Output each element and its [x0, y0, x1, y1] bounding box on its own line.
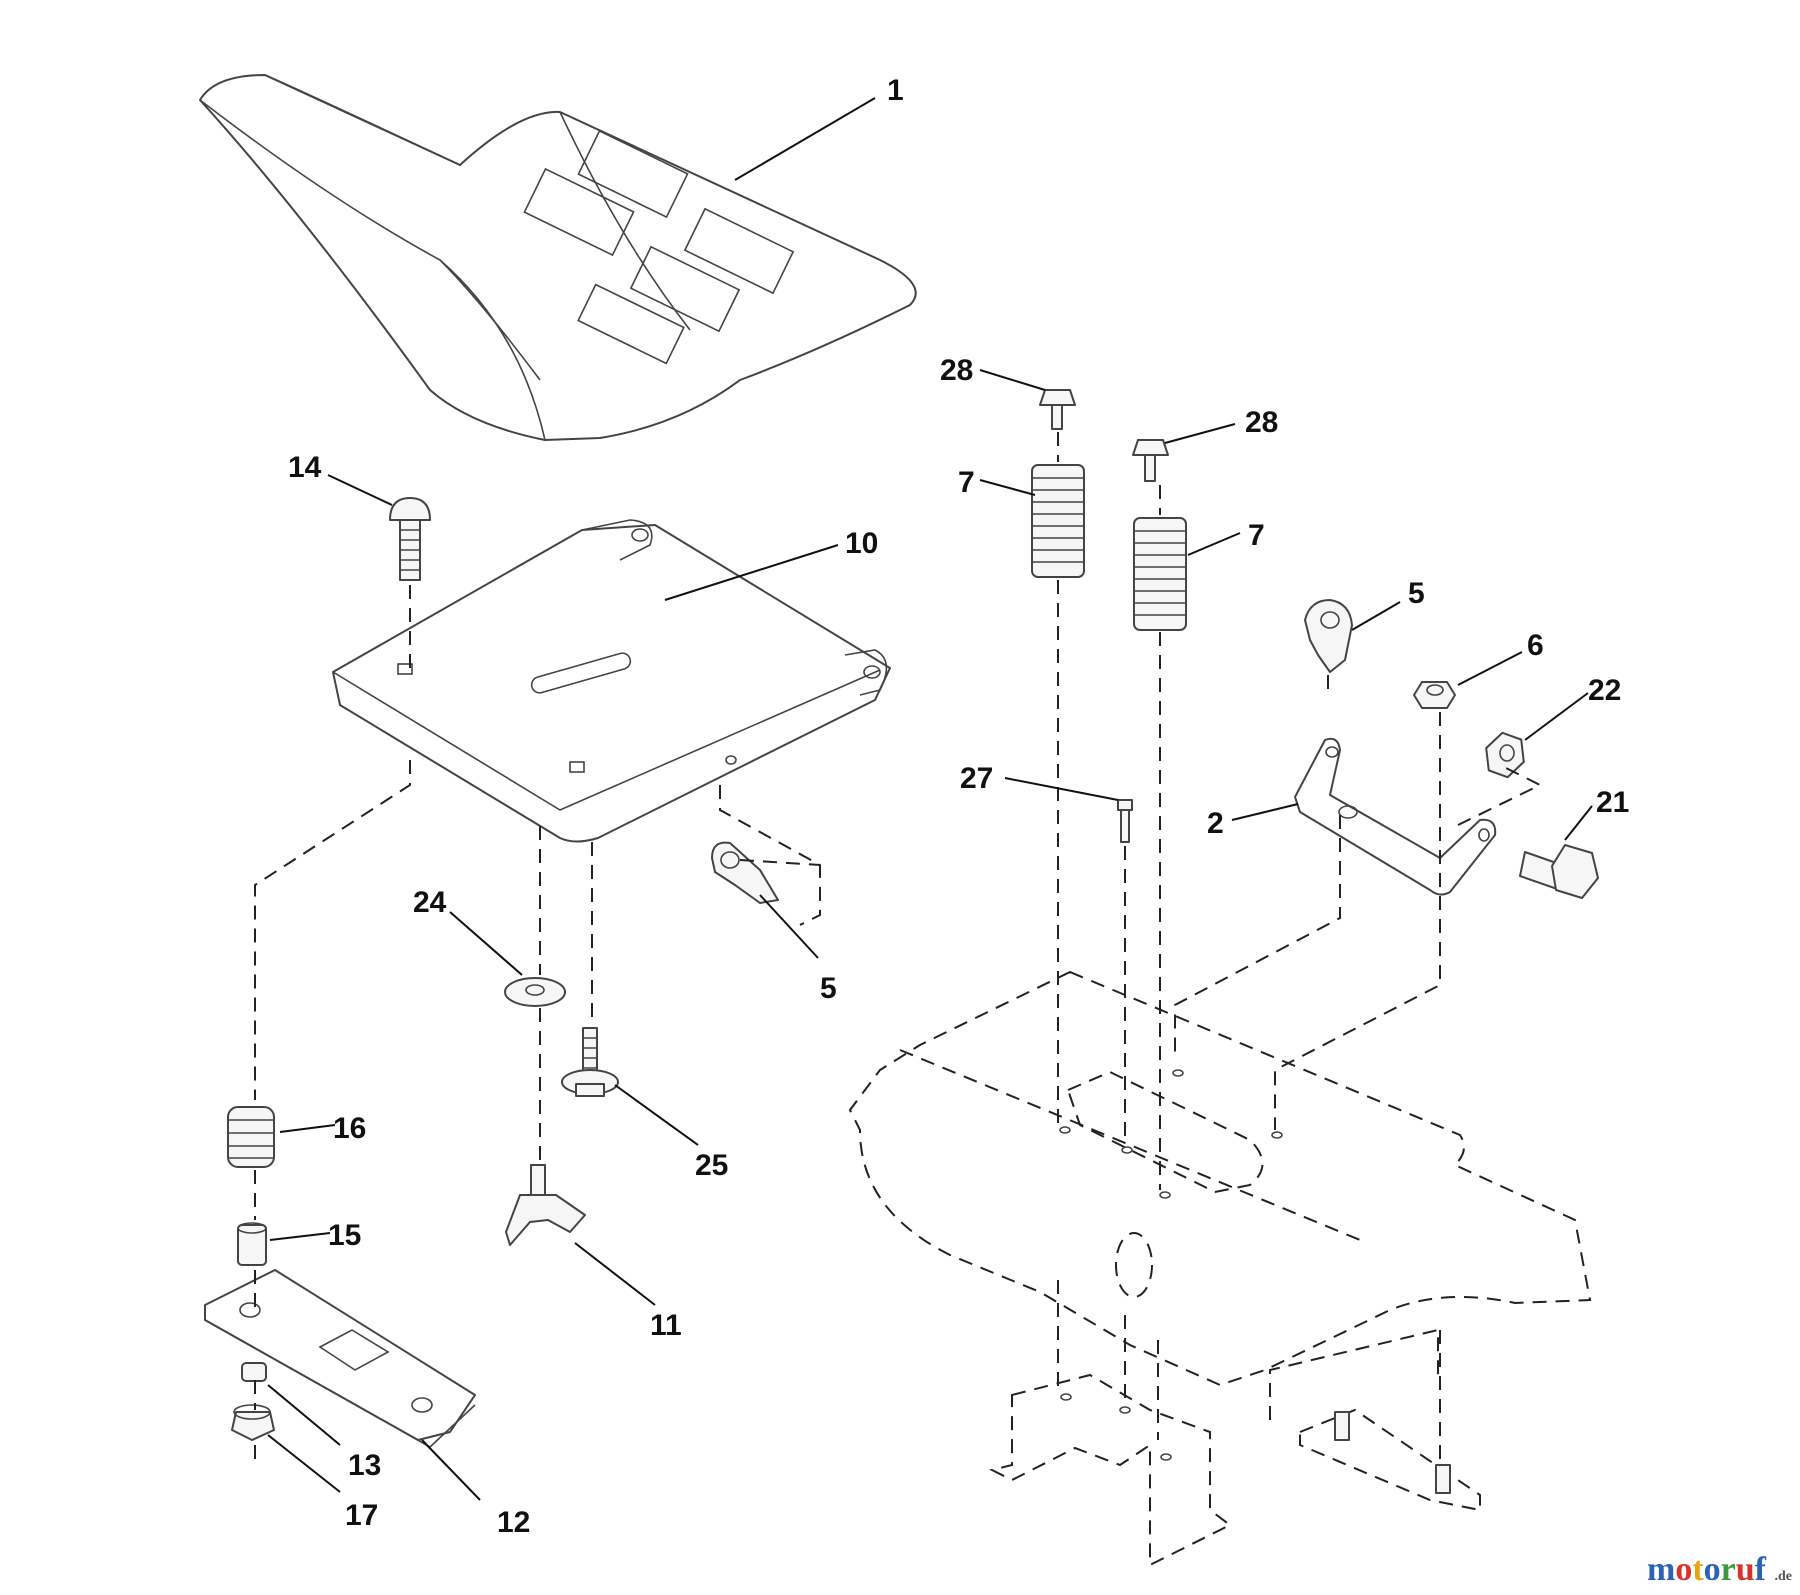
lock-nut [1413, 681, 1456, 709]
callout-27: 27 [960, 762, 993, 795]
hex-nut [1485, 731, 1525, 779]
small-screw [1117, 799, 1133, 843]
spring-screw-left [1039, 389, 1076, 430]
flange-nut-lower [231, 1404, 275, 1441]
seat-spring [227, 1106, 275, 1168]
clip-right [1304, 599, 1353, 673]
alignment-lines [254, 432, 1543, 1465]
spacer [237, 1222, 267, 1266]
watermark-tld: .de [1774, 1569, 1793, 1584]
callout-25: 25 [695, 1149, 728, 1182]
seat [199, 74, 917, 441]
flange-bolt [561, 1027, 619, 1097]
callout-5-right: 5 [1408, 577, 1425, 610]
callout-22: 22 [1588, 674, 1621, 707]
callout-10: 10 [845, 527, 878, 560]
callout-28-left: 28 [940, 354, 973, 387]
bracket [1294, 737, 1497, 896]
wing-knob [505, 1164, 586, 1246]
callout-16: 16 [333, 1112, 366, 1145]
flange-nut-upper [241, 1362, 267, 1382]
watermark-brand: motoruf [1647, 1551, 1766, 1588]
clip-left [711, 841, 779, 904]
callout-7-left: 7 [958, 466, 975, 499]
seat-pan [332, 519, 891, 843]
callout-2: 2 [1207, 807, 1224, 840]
hex-bolt [1519, 844, 1599, 899]
callout-28-right: 28 [1245, 406, 1278, 439]
callout-5-left: 5 [820, 972, 837, 1005]
tractor-frame-outline [848, 970, 1592, 1567]
callout-6: 6 [1527, 629, 1544, 662]
spring-left [1031, 464, 1085, 578]
callout-numbers: 1 28 28 7 7 14 10 5 6 22 21 27 2 24 5 16… [288, 74, 1629, 1539]
leader-lines [267, 97, 1593, 1501]
spring-right [1133, 517, 1187, 631]
washer [504, 977, 566, 1007]
callout-12: 12 [497, 1506, 530, 1539]
callout-7-right: 7 [1248, 519, 1265, 552]
callout-14: 14 [288, 451, 322, 484]
carriage-bolt [389, 497, 431, 581]
callout-24: 24 [413, 886, 447, 919]
callout-15: 15 [328, 1219, 361, 1252]
callout-17: 17 [345, 1499, 378, 1532]
callout-1: 1 [887, 74, 904, 107]
callout-13: 13 [348, 1449, 381, 1482]
brand-watermark: motoruf .de [1647, 1551, 1792, 1589]
spring-screw-right [1132, 439, 1169, 482]
callout-21: 21 [1596, 786, 1629, 819]
callout-11: 11 [650, 1309, 682, 1342]
